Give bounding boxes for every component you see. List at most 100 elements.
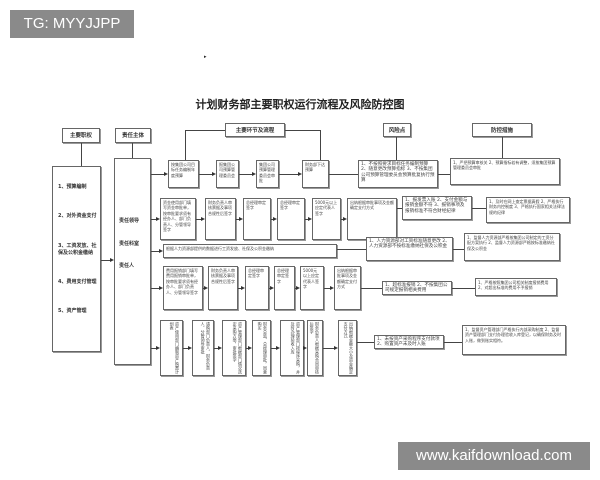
process-step: 财务负责人审核票据及事项合规性后签字 xyxy=(205,198,236,240)
connector-line xyxy=(196,219,202,220)
process-step: 资产使用部门编制资产购置计划表 xyxy=(160,320,183,376)
connector-line xyxy=(185,130,186,168)
connector-line xyxy=(396,137,397,160)
connector-line xyxy=(151,288,159,289)
arrow-icon xyxy=(204,286,208,290)
control-measure-box: 1、严格按照集团公司相关制度报销费用 2、对超出标准的费用不予报销 xyxy=(475,278,557,296)
watermark-top: TG: MYYJJPP xyxy=(10,10,134,38)
header-risk: 风险点 xyxy=(383,123,411,137)
header-subject: 责任主体 xyxy=(115,128,151,143)
power-item: 1、预算编制 xyxy=(58,184,87,190)
process-step: 总经理审定签字 xyxy=(274,266,295,310)
arrow-icon xyxy=(330,286,334,290)
header-process: 主要环节及流程 xyxy=(225,123,285,137)
arrow-icon xyxy=(110,258,114,262)
connector-line xyxy=(438,174,450,175)
connector-line xyxy=(151,219,156,220)
subject-column: 责任领导 责任科室 责任人 xyxy=(114,158,151,365)
arrow-icon xyxy=(303,346,307,350)
header-control: 防控措施 xyxy=(472,123,532,137)
process-step: 总经理审定签字 xyxy=(243,198,271,240)
control-measure-box: 1、监督人力资源部严格按集团公司制定的工资分配方案执行 2、监督人力资源部严格按… xyxy=(464,233,560,261)
arrow-icon xyxy=(334,346,338,350)
connector-line xyxy=(151,251,159,252)
arrow-icon xyxy=(276,346,280,350)
process-step: 财务部下达预算 xyxy=(302,160,329,188)
arrow-icon xyxy=(212,172,216,176)
connector-line xyxy=(214,348,219,349)
subject-item: 责任人 xyxy=(119,263,135,269)
connector-line xyxy=(81,143,82,166)
connector-line xyxy=(271,348,277,349)
connector-line xyxy=(239,174,253,175)
arrow-icon xyxy=(156,217,160,221)
connector-line xyxy=(236,219,240,220)
connector-line xyxy=(185,130,225,131)
process-step: 总经理审定签字 xyxy=(245,266,269,310)
connector-line xyxy=(323,348,335,349)
connector-line xyxy=(199,174,213,175)
connector-line xyxy=(337,249,366,250)
diagram-title: 计划财务部主要职权运行流程及风险防控图 xyxy=(195,98,405,111)
header-powers: 主要职权 xyxy=(62,128,100,143)
arrow-icon xyxy=(252,172,256,176)
connector-line xyxy=(361,288,382,289)
watermark-bottom: www.kaifdownload.com xyxy=(398,442,590,470)
arrow-icon xyxy=(248,346,252,350)
process-step: 资产管理部门根据部门情况选定采购方案，审批签字 xyxy=(222,320,246,376)
connector-line xyxy=(279,174,299,175)
arrow-icon xyxy=(201,217,205,221)
risk-point-box: 1、未按资产采购程序支付款项 2、购置资产未及时入账 xyxy=(374,335,444,349)
process-step: 5000元以上应定代表人签字 xyxy=(312,198,341,240)
process-step: 总经理审定签字 xyxy=(277,198,305,240)
connector-line xyxy=(183,348,189,349)
arrow-icon xyxy=(273,217,277,221)
process-step: 财务负责人审核票据及事项合规性后签字 xyxy=(208,266,238,310)
connector-line xyxy=(357,342,374,343)
process-step: 财务负责人根据采购合同审核后签字 xyxy=(307,320,323,376)
connector-line xyxy=(341,219,344,220)
connector-line xyxy=(453,249,464,250)
connector-line xyxy=(320,130,321,160)
arrow-icon xyxy=(308,217,312,221)
risk-point-box: 1、超标准报销 2、不按集团公司规定报销相关费用 xyxy=(382,281,452,295)
arrow-icon xyxy=(218,346,222,350)
connector-line xyxy=(151,348,156,349)
process-step: 5000元以上应定代表人签字 xyxy=(300,266,324,310)
process-step: 出纳根据审批事项及金额确定支付方式 xyxy=(334,266,361,310)
power-item: 2、对外资金支付 xyxy=(58,213,97,219)
process-step: 按集团公司目标任务编制年度预算 xyxy=(168,160,199,188)
process-step: 请购部门负责人、财务负责人、分管领导审批 xyxy=(192,320,214,376)
process-step: 资金使用部门填写资金审批单，按审批要求须有经办人、部门负责人、分管领导签字 xyxy=(160,198,196,240)
connector-line xyxy=(101,260,112,261)
risk-point-box: 1、不按照要求目标任务编制预算 2、随意更改预算指标 3、不按集团公司预算管理委… xyxy=(358,160,438,188)
arrow-icon xyxy=(164,172,168,176)
process-step: 出纳根据审批事项及金额确定支付方式 xyxy=(347,198,397,240)
connector-line xyxy=(132,143,133,158)
arrow-icon xyxy=(296,286,300,290)
risk-point-box: 1、报发票入账 2、支付金额与报销金额不符 3、报销事项及报销标准不符合财经纪律 xyxy=(402,196,472,220)
connector-line xyxy=(397,208,402,209)
connector-line xyxy=(444,342,462,343)
connector-line xyxy=(329,174,358,175)
connector-line xyxy=(285,130,320,131)
power-item: 4、费用支付管理 xyxy=(58,279,97,285)
process-step: 集团公司预算管理委员会审批 xyxy=(256,160,279,188)
connector-line xyxy=(472,208,486,209)
control-measure-box: 1、监督资产管理部门严格执行内部采购制度 2、监督资产管理部门支付办理验收入库登… xyxy=(462,325,566,355)
arrow-icon xyxy=(298,172,302,176)
process-step: 财务总监、总经理审批，同意购买 xyxy=(252,320,271,376)
process-step: 报集团公司预算管理委员会 xyxy=(216,160,239,188)
control-measure-box: 1、及时在网上查定票据真假 2、严格执行财务内控制度 3、严格执行国家相关法律法… xyxy=(486,197,570,223)
bullet-mark: ▸ xyxy=(204,54,207,60)
process-step: 出纳根据金额大小及资金确定支付方式 xyxy=(338,320,357,376)
connector-line xyxy=(271,219,274,220)
connector-line xyxy=(305,219,309,220)
power-item: 5、资产管理 xyxy=(58,308,87,314)
power-item: 3、工资发放、社保及公积金缴纳 xyxy=(58,243,97,256)
connector-line xyxy=(452,288,475,289)
powers-column: 1、预算编制 2、对外资金支付 3、工资发放、社保及公积金缴纳 4、费用支付管理… xyxy=(52,166,101,352)
subject-item: 责任科室 xyxy=(119,241,140,247)
arrow-icon xyxy=(156,346,160,350)
arrow-icon xyxy=(343,217,347,221)
